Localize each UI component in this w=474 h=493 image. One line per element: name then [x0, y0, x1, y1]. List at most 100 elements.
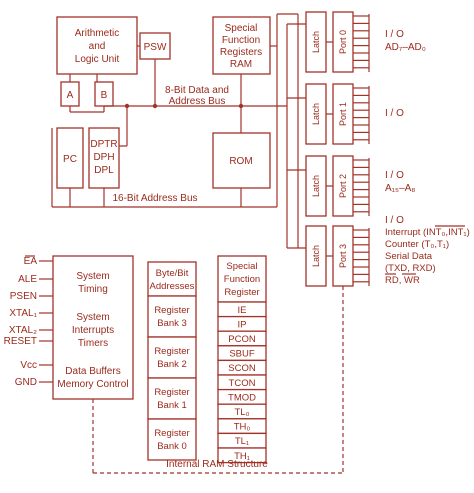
- sfr-ram-label-1: Special: [225, 23, 258, 34]
- latch-1-label: Latch: [311, 103, 321, 125]
- register-bank-box: [147, 336, 197, 379]
- alu-label-1: Arithmetic: [75, 28, 119, 39]
- system-timing-1: System: [76, 271, 109, 282]
- bus-junction-2: [238, 103, 244, 109]
- register-bank-box: [147, 295, 197, 338]
- pin-reset: RESET: [4, 336, 37, 347]
- register-bank-label: Bank 3: [157, 318, 187, 329]
- port-2-io-label: I / O: [385, 170, 404, 181]
- register-bank-box: [147, 377, 197, 420]
- latch-1: Latch: [305, 83, 327, 145]
- port-3-interrupt-label: Interrupt (INT₀,INT₁): [385, 227, 470, 238]
- sfr-register-6: TMOD: [228, 392, 256, 403]
- sfr-header-3: Register: [224, 287, 259, 298]
- sfr-register-9: TL₁: [235, 436, 249, 447]
- sfr-register-3: SBUF: [229, 349, 255, 360]
- port-3-txd-rxd-label: (TXD, RXD): [385, 263, 436, 274]
- reg-a-label: A: [67, 90, 74, 101]
- dptr-label-3: DPL: [94, 165, 114, 176]
- sfr-register-8: TH₀: [234, 422, 251, 433]
- latch-3-label: Latch: [311, 245, 321, 267]
- dptr-box: [88, 127, 120, 189]
- dptr-label-1: DPTR: [90, 139, 117, 150]
- rom-box: [212, 132, 271, 189]
- port-0-label: Port 0: [338, 30, 348, 54]
- internal-ram-dashed-connection: [92, 286, 344, 474]
- byte-bit-header-2: Addresses: [150, 281, 195, 292]
- sfr-header-1: Special: [226, 261, 257, 272]
- port-3-label: Port 3: [338, 244, 348, 268]
- reg-b-label: B: [101, 90, 108, 101]
- sfr-header-2: Function: [224, 274, 260, 285]
- sfr-register-4: SCON: [228, 363, 256, 374]
- latch-3: Latch: [305, 225, 327, 287]
- sfr-register-2: PCON: [228, 334, 256, 345]
- sfr-register-1: IP: [238, 319, 247, 330]
- port-3-serial-label: Serial Data: [385, 251, 433, 262]
- sfr-register-7: TL₀: [234, 407, 249, 418]
- latch-2: Latch: [305, 155, 327, 217]
- register-bank-label: Register: [154, 305, 189, 316]
- data-bus-label-1: 8-Bit Data and: [165, 85, 229, 96]
- register-bank-label: Register: [154, 387, 189, 398]
- register-bank-box: [147, 418, 197, 461]
- system-data-buffers: Data Buffers: [65, 366, 120, 377]
- alu-box: [56, 16, 138, 75]
- alu-label-2: and: [89, 41, 106, 52]
- sfr-register-list: IE IP PCON SBUF SCON TCON TMOD TL₀ TH₀ TL₁ TH₁: [217, 301, 267, 464]
- port-1: Port 1: [332, 83, 354, 145]
- port-0-ad-label: AD₇–AD₀: [385, 42, 426, 53]
- port-3-counter-label: Counter (T₀,T₁): [385, 239, 449, 250]
- sfr-table-header: [217, 255, 267, 303]
- pin-vcc: Vcc: [20, 360, 37, 371]
- data-bus-label-2: Address Bus: [169, 96, 226, 107]
- port-0-io-label: I / O: [385, 29, 404, 40]
- port-2-label: Port 2: [338, 174, 348, 198]
- sfr-ram-label-4: RAM: [230, 59, 252, 70]
- sfr-register-5: TCON: [229, 378, 256, 389]
- pin-ea: EA: [24, 256, 38, 267]
- sfr-ram-label-2: Function: [222, 35, 260, 46]
- sfr-register-0: IE: [238, 305, 247, 316]
- pin-psen: PSEN: [10, 291, 37, 302]
- system-timers: Timers: [78, 338, 108, 349]
- register-bank-label: Register: [154, 346, 189, 357]
- alu-label-3: Logic Unit: [75, 54, 120, 65]
- pc-label: PC: [63, 154, 77, 165]
- pin-ale: ALE: [18, 274, 37, 285]
- bus-wiring: [51, 13, 306, 249]
- latch-0: Latch: [305, 11, 327, 73]
- pin-xtal1: XTAL₁: [9, 308, 37, 319]
- pc-box: [56, 127, 84, 189]
- register-bank-label: Bank 2: [157, 359, 187, 370]
- control-pins: EA ALE PSEN XTAL₁ XTAL₂ RESET Vcc GND: [4, 255, 53, 388]
- port-pin-lines: [353, 14, 370, 286]
- system-timing-2: Timing: [78, 284, 108, 295]
- address-bus-label: 16-Bit Address Bus: [112, 193, 197, 204]
- system-interrupts-1: System: [76, 312, 109, 323]
- pin-gnd: GND: [15, 377, 37, 388]
- port-2-addr-label: A₁₅–A₈: [385, 183, 415, 194]
- port-2: Port 2: [332, 155, 354, 217]
- internal-ram-label: Internal RAM Structure: [166, 459, 268, 470]
- port-1-label: Port 1: [338, 102, 348, 126]
- bus-junction-1: [152, 103, 158, 109]
- port-3-rd-wr-label: RD, WR: [385, 275, 420, 286]
- register-bank-label: Bank 0: [157, 441, 187, 452]
- register-bank-label: Bank 1: [157, 400, 187, 411]
- byte-bit-header-1: Byte/Bit: [156, 268, 189, 279]
- port-3-io-label: I / O: [385, 215, 404, 226]
- sfr-ram-label-3: Registers: [220, 47, 262, 58]
- pin-xtal2: XTAL₂: [9, 325, 37, 336]
- sfr-row-box: [217, 447, 267, 464]
- system-box: [52, 255, 134, 400]
- dptr-label-2: DPH: [93, 152, 114, 163]
- system-memory-control: Memory Control: [57, 379, 128, 390]
- port-3: Port 3: [332, 225, 354, 287]
- sfr-register-10: TH₁: [234, 451, 250, 462]
- system-interrupts-2: Interrupts: [72, 325, 114, 336]
- bus-junction-3: [124, 103, 130, 109]
- port-1-io-label: I / O: [385, 108, 404, 119]
